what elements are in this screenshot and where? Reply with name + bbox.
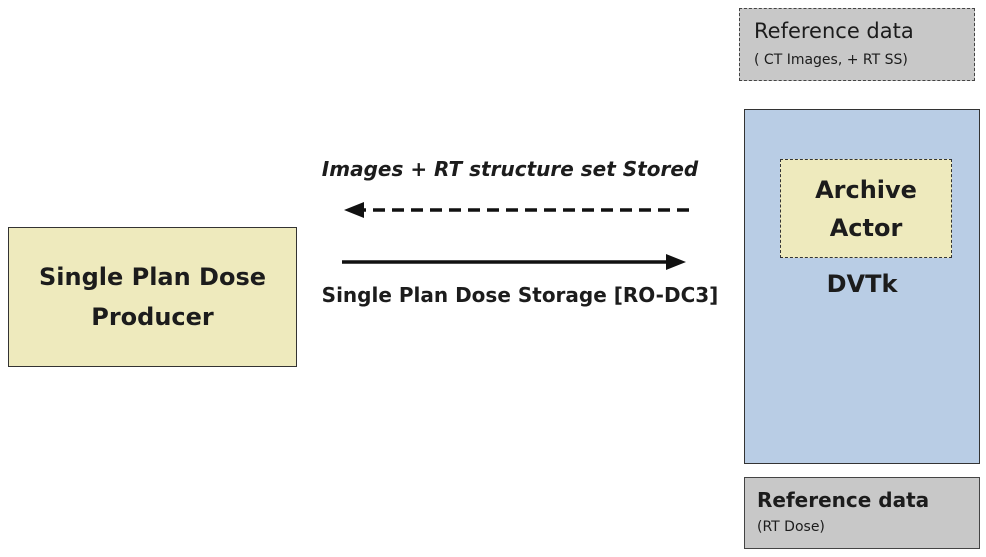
dose-storage-label: Single Plan Dose Storage [RO-DC3]: [321, 283, 719, 307]
stored-dashed-arrow: [344, 202, 689, 218]
reference-data-bottom-box: Reference data (RT Dose): [744, 477, 980, 549]
archive-actor-box: Archive Actor: [780, 159, 952, 258]
dvtk-label: DVTk: [826, 270, 898, 298]
reference-data-top-box: Reference data ( CT Images, + RT SS): [739, 8, 975, 81]
reference-data-bottom-title: Reference data: [757, 488, 930, 512]
images-stored-label: Images + RT structure set Stored: [321, 157, 699, 181]
single-plan-dose-producer-box: Single Plan Dose Producer: [8, 227, 297, 367]
archive-actor-line1: Archive: [815, 175, 917, 204]
reference-data-top-title: Reference data: [754, 19, 914, 43]
reference-data-bottom-subtitle: (RT Dose): [757, 519, 825, 535]
producer-line2: Producer: [91, 303, 214, 331]
reference-data-top-subtitle: ( CT Images, + RT SS): [754, 52, 908, 68]
storage-solid-arrow: [342, 254, 686, 270]
producer-line1: Single Plan Dose: [38, 263, 267, 291]
archive-actor-line2: Actor: [829, 213, 903, 242]
